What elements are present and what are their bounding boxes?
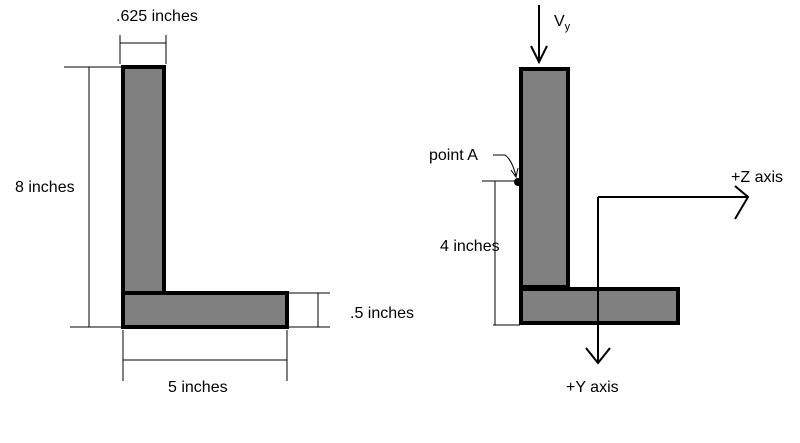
flange-thickness-label: .5 inches	[350, 305, 414, 322]
point-a-leader	[493, 154, 517, 177]
point-a-marker	[514, 178, 522, 186]
shear-force-arrow	[530, 5, 548, 65]
left-flange	[121, 291, 289, 329]
height-label: 8 inches	[15, 179, 75, 196]
right-flange	[519, 287, 680, 325]
point-a-label: point A	[429, 147, 478, 164]
left-dimension-lines	[64, 35, 330, 381]
z-axis-label: +Z axis	[731, 169, 783, 186]
offset-dimension-lines	[482, 180, 520, 326]
left-l-section	[121, 65, 289, 329]
z-axis-arrow	[598, 185, 750, 220]
left-web	[121, 65, 166, 296]
right-l-section	[519, 67, 680, 325]
top-width-label: .625 inches	[116, 8, 198, 25]
shear-label: Vy	[554, 13, 571, 33]
y-axis-label: +Y axis	[566, 379, 619, 396]
offset-label: 4 inches	[440, 238, 500, 255]
base-width-label: 5 inches	[168, 379, 228, 396]
y-axis-arrow	[585, 197, 611, 365]
right-web	[519, 67, 570, 289]
